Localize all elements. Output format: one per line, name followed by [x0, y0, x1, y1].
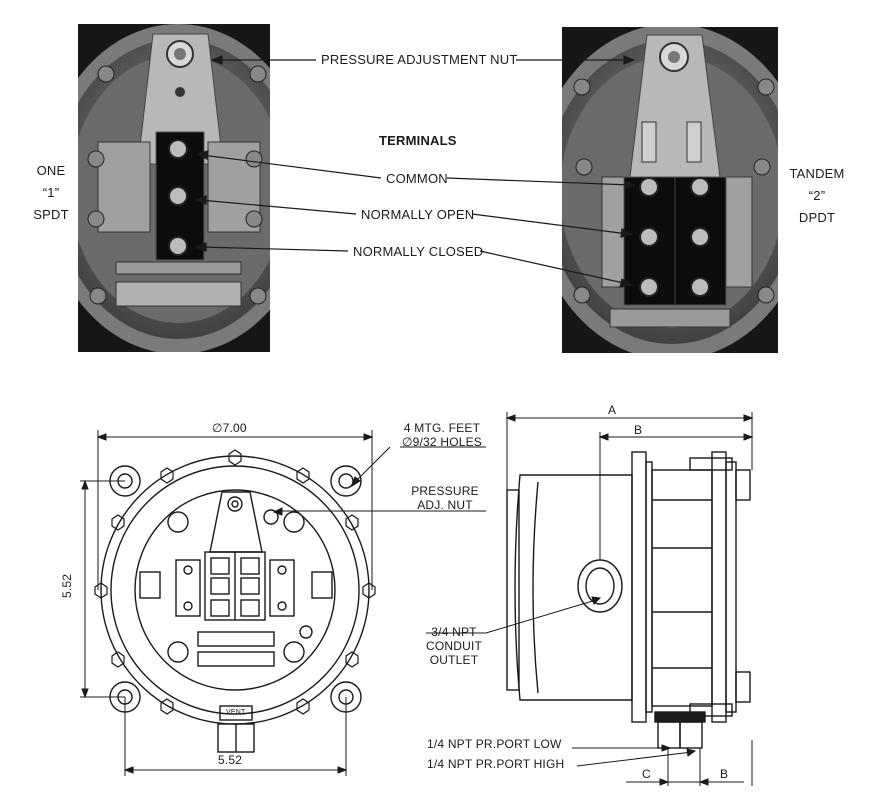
left-switch-type-label: ONE “1” SPDT: [22, 160, 80, 226]
mounting-feet-label: 4 MTG. FEET ∅9/32 HOLES: [392, 421, 492, 449]
left-label-line-1: ONE: [36, 163, 66, 178]
normally-open-label: NORMALLY OPEN: [361, 207, 475, 222]
conduit-line-3: OUTLET: [429, 653, 479, 667]
photo-single-switch: [78, 24, 270, 352]
dimension-c: C: [642, 767, 651, 781]
port-low-label: 1/4 NPT PR.PORT LOW: [427, 737, 562, 751]
conduit-line-1: 3/4 NPT: [431, 625, 477, 639]
pressure-adjustment-nut-label: PRESSURE ADJUSTMENT NUT: [321, 52, 518, 67]
right-label-line-1: TANDEM: [789, 166, 845, 181]
left-label-line-2: “1”: [42, 185, 60, 200]
terminals-heading: TERMINALS: [379, 133, 457, 148]
port-high-label: 1/4 NPT PR.PORT HIGH: [427, 757, 565, 771]
photo-tandem-switch: [562, 27, 778, 353]
single-switch-illustration: [78, 24, 270, 352]
vent-label: VENT: [226, 709, 246, 716]
pressure-adj-nut-label: PRESSURE ADJ. NUT: [404, 484, 486, 512]
width-dimension: 5.52: [218, 753, 243, 767]
right-switch-type-label: TANDEM “2” DPDT: [782, 163, 852, 229]
right-label-line-2: “2”: [808, 188, 826, 203]
common-label: COMMON: [386, 171, 448, 186]
pressure-adj-line-2: ADJ. NUT: [417, 498, 473, 512]
pressure-adj-line-1: PRESSURE: [411, 484, 479, 498]
conduit-outlet-label: 3/4 NPT CONDUIT OUTLET: [422, 625, 486, 667]
height-dimension: 5.52: [60, 573, 74, 598]
dimension-b-top: B: [634, 423, 643, 437]
dimension-b-bottom: B: [720, 767, 729, 781]
dimension-a: A: [608, 403, 617, 417]
mounting-feet-line-2: ∅9/32 HOLES: [401, 435, 483, 449]
right-label-line-3: DPDT: [798, 210, 836, 225]
mounting-feet-line-1: 4 MTG. FEET: [403, 421, 481, 435]
diameter-dimension: ∅7.00: [212, 421, 247, 435]
conduit-line-2: CONDUIT: [425, 639, 483, 653]
tandem-switch-illustration: [562, 27, 778, 353]
normally-closed-label: NORMALLY CLOSED: [353, 244, 484, 259]
left-label-line-3: SPDT: [33, 207, 69, 222]
